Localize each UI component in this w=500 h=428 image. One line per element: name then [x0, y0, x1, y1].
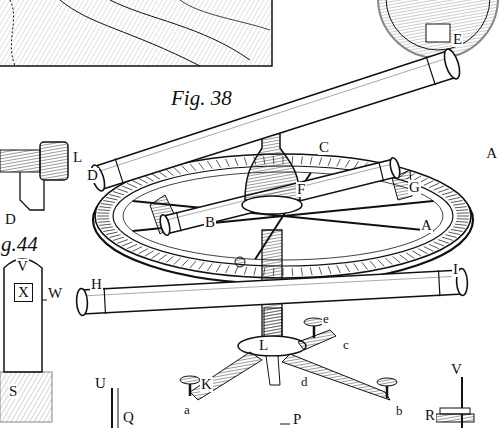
levelling-base: [180, 257, 397, 400]
upper-telescope: [89, 47, 463, 192]
part-letter: I: [452, 262, 459, 277]
part-letter: V: [450, 362, 463, 377]
part-letter: U: [94, 376, 107, 391]
part-letter: L: [72, 150, 83, 165]
part-letter: Q: [122, 410, 135, 425]
part-letter: H: [90, 277, 103, 292]
figure-number: Fig. 38: [170, 88, 233, 109]
part-letter: B: [204, 215, 216, 230]
part-letter: e: [322, 312, 330, 325]
part-letter: A: [485, 146, 498, 161]
part-letter: b: [395, 404, 404, 417]
part-letter: A: [420, 218, 433, 233]
part-letter: K: [200, 377, 213, 392]
part-letter: R: [424, 408, 436, 423]
eyepiece-fragment: [0, 142, 68, 210]
part-letter: c: [342, 338, 350, 351]
part-letter: C: [318, 140, 330, 155]
partial-figures: [112, 372, 474, 428]
part-letter: X: [14, 283, 33, 302]
circular-figure: [378, 0, 498, 58]
part-letter: S: [8, 384, 18, 399]
figure-number: g.44: [0, 234, 39, 255]
part-letter: D: [4, 212, 17, 227]
map-fragment: [0, 0, 272, 66]
part-letter: a: [183, 403, 191, 416]
part-letter: L: [258, 338, 269, 353]
part-letter: P: [292, 412, 302, 427]
part-letter: F: [296, 182, 306, 197]
part-letter: V: [16, 259, 29, 274]
part-letter: d: [300, 375, 309, 388]
theodolite: [76, 47, 473, 400]
part-letter: D: [86, 168, 99, 183]
part-letter: G: [408, 180, 421, 195]
part-letter: W: [47, 286, 63, 301]
part-letter: E: [452, 32, 463, 47]
boundary-stone: [0, 259, 52, 422]
